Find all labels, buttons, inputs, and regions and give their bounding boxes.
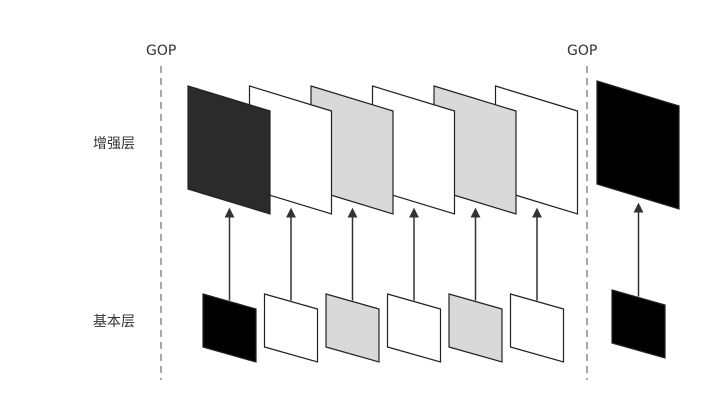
enhancement-frame-g1-1 (187, 85, 271, 215)
gop-label-right: GOP (567, 43, 598, 59)
enhancement-frame-g2-1 (596, 80, 680, 210)
base-layer-frames (202, 289, 666, 363)
inter-layer-arrows (224, 202, 644, 301)
base-frame-g2-1 (611, 289, 666, 359)
base-frame-g1-6 (509, 293, 565, 363)
base-layer-label: 基本层 (93, 314, 135, 330)
gop-label-left: GOP (146, 43, 177, 59)
base-frame-g1-5 (448, 293, 503, 363)
base-frame-g1-3 (325, 293, 380, 363)
base-frame-g1-2 (263, 293, 319, 363)
base-frame-g1-4 (386, 293, 442, 363)
base-frame-g1-1 (202, 293, 257, 363)
enhancement-layer-label: 增强层 (93, 136, 135, 152)
enhancement-layer-frames (187, 80, 680, 215)
gop-dividers (160, 66, 588, 380)
